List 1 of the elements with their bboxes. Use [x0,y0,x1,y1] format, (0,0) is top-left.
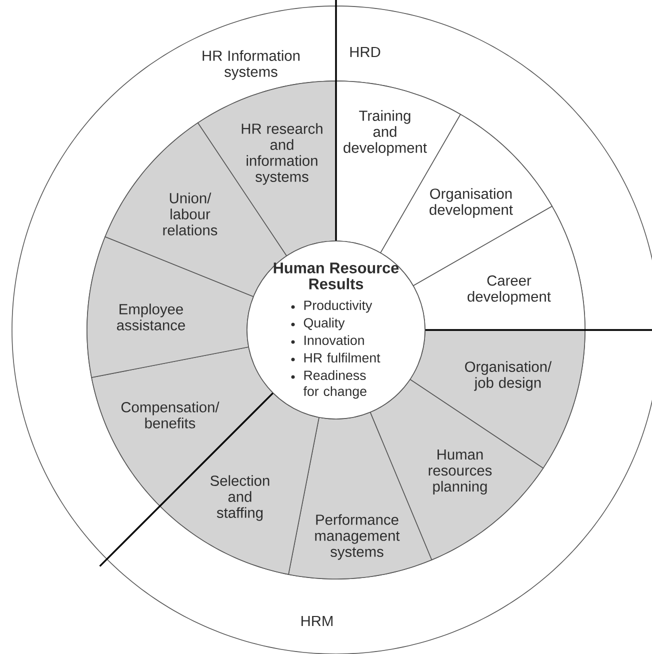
wheel-segment: Employee assistance [86,236,254,378]
